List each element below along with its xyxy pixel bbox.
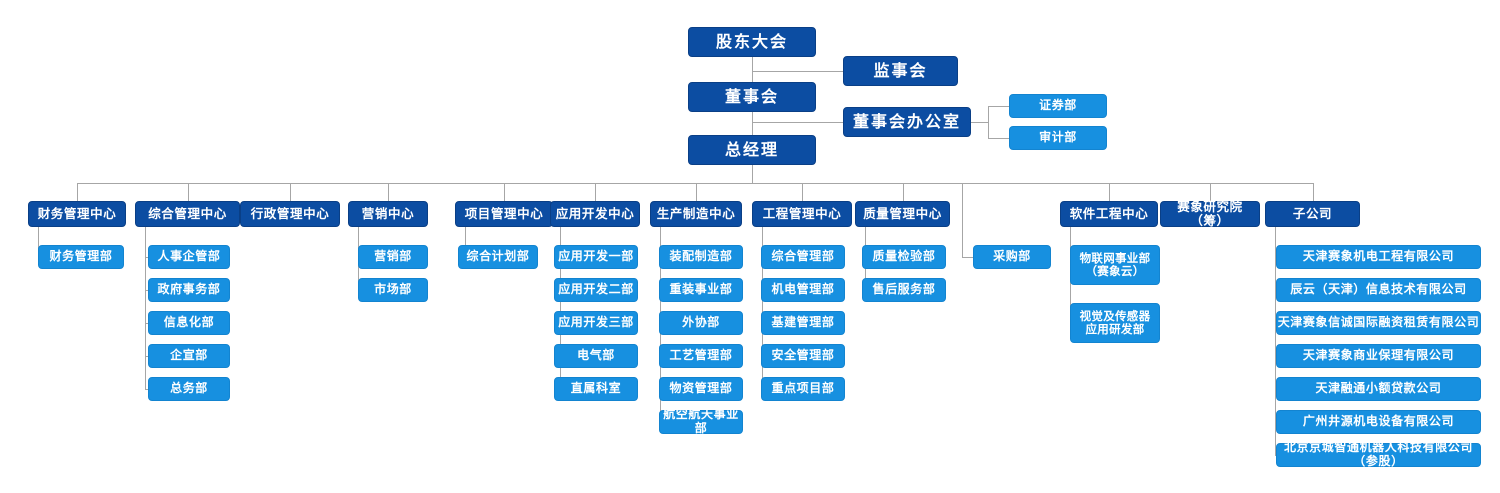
node-center-2-child-4[interactable]: 企宣部	[148, 344, 230, 368]
node-center-6-child-1[interactable]: 应用开发一部	[554, 245, 638, 269]
node-center-4[interactable]: 营销中心	[348, 201, 428, 227]
node-center-12-child-6[interactable]: 广州井源机电设备有限公司	[1276, 410, 1481, 434]
node-center-8-child-5[interactable]: 重点项目部	[761, 377, 845, 401]
node-center-12-child-1[interactable]: 天津赛象机电工程有限公司	[1276, 245, 1481, 269]
connector-line-vertical	[696, 183, 697, 201]
node-center-7-child-5[interactable]: 物资管理部	[659, 377, 743, 401]
node-center-9-child-2[interactable]: 售后服务部	[862, 278, 946, 302]
node-center-12-child-7[interactable]: 北京京城智通机器人科技有限公司（参股）	[1276, 440, 1481, 468]
node-center-4-child-2[interactable]: 市场部	[358, 278, 428, 302]
connector-line-vertical	[1312, 183, 1314, 201]
connector-line-vertical	[38, 227, 39, 257]
node-center-9-child-1[interactable]: 质量检验部	[862, 245, 946, 269]
node-center-6-child-3[interactable]: 应用开发三部	[554, 311, 638, 335]
node-center-2-child-1[interactable]: 人事企管部	[148, 245, 230, 269]
connector-line-vertical	[388, 183, 389, 201]
connector-line-vertical	[1109, 183, 1110, 201]
connector-line-horizontal	[988, 138, 1009, 139]
connector-line-vertical	[465, 227, 466, 257]
connector-line-vertical	[77, 183, 78, 201]
connector-line-horizontal	[145, 257, 148, 258]
connector-line-horizontal	[77, 183, 1313, 184]
node-center-2[interactable]: 综合管理中心	[135, 201, 240, 227]
node-center-2-child-3[interactable]: 信息化部	[148, 311, 230, 335]
node-center-8-child-1[interactable]: 综合管理部	[761, 245, 845, 269]
node-center-7-child-4[interactable]: 工艺管理部	[659, 344, 743, 368]
connector-line-vertical	[560, 227, 561, 389]
node-shareholders-meeting[interactable]: 股东大会	[688, 27, 816, 57]
node-center-12-child-2[interactable]: 辰云（天津）信息技术有限公司	[1276, 278, 1481, 302]
connector-line-horizontal	[145, 290, 148, 291]
node-center-11[interactable]: 赛象研究院（筹）	[1160, 199, 1260, 228]
connector-line-horizontal	[962, 257, 973, 258]
node-center-5-child-1[interactable]: 综合计划部	[458, 245, 538, 269]
connector-line-vertical	[504, 183, 505, 201]
connector-line-vertical	[762, 227, 763, 389]
connector-line-horizontal	[145, 389, 148, 390]
node-center-3[interactable]: 行政管理中心	[240, 201, 340, 227]
node-center-7[interactable]: 生产制造中心	[650, 201, 742, 227]
node-board-of-directors[interactable]: 董事会	[688, 82, 816, 112]
connector-line-horizontal	[988, 106, 1009, 107]
connector-line-vertical	[290, 183, 291, 201]
node-center-8[interactable]: 工程管理中心	[752, 201, 852, 227]
connector-line-horizontal	[145, 323, 148, 324]
connector-line-horizontal	[752, 71, 843, 72]
node-center-10-child-2[interactable]: 视觉及传感器 应用研发部	[1070, 303, 1160, 343]
node-supervisory-board[interactable]: 监事会	[843, 56, 958, 86]
connector-line-horizontal	[971, 122, 988, 123]
node-center-7-child-6[interactable]: 航空航天事业部	[659, 407, 743, 435]
node-center-6-child-4[interactable]: 电气部	[554, 344, 638, 368]
node-center-12-child-5[interactable]: 天津融通小额贷款公司	[1276, 377, 1481, 401]
connector-line-vertical	[1210, 183, 1211, 201]
node-center-9[interactable]: 质量管理中心	[855, 201, 950, 227]
node-center-7-child-2[interactable]: 重装事业部	[659, 278, 743, 302]
connector-line-vertical	[752, 165, 753, 183]
connector-line-vertical	[988, 106, 989, 138]
node-center-7-child-3[interactable]: 外协部	[659, 311, 743, 335]
connector-line-horizontal	[145, 356, 148, 357]
node-general-manager[interactable]: 总经理	[688, 135, 816, 165]
node-board-office[interactable]: 董事会办公室	[843, 107, 971, 137]
connector-line-horizontal	[752, 122, 843, 123]
node-center-10-child-1[interactable]: 物联网事业部 （赛象云）	[1070, 245, 1160, 285]
node-center-2-child-2[interactable]: 政府事务部	[148, 278, 230, 302]
node-center-8-child-3[interactable]: 基建管理部	[761, 311, 845, 335]
node-center-12-child-4[interactable]: 天津赛象商业保理有限公司	[1276, 344, 1481, 368]
connector-line-vertical	[802, 183, 803, 201]
connector-line-vertical	[962, 183, 963, 257]
node-center-6[interactable]: 应用开发中心	[550, 201, 640, 227]
node-procurement-dept[interactable]: 采购部	[973, 245, 1051, 269]
node-center-2-child-5[interactable]: 总务部	[148, 377, 230, 401]
node-center-10[interactable]: 软件工程中心	[1060, 201, 1158, 227]
node-securities-dept[interactable]: 证券部	[1009, 94, 1107, 118]
connector-line-vertical	[145, 227, 146, 389]
node-center-7-child-1[interactable]: 装配制造部	[659, 245, 743, 269]
node-center-12[interactable]: 子公司	[1265, 201, 1360, 227]
node-center-4-child-1[interactable]: 营销部	[358, 245, 428, 269]
node-center-12-child-3[interactable]: 天津赛象信诚国际融资租赁有限公司	[1276, 311, 1481, 335]
connector-line-vertical	[1275, 227, 1276, 455]
node-center-8-child-2[interactable]: 机电管理部	[761, 278, 845, 302]
node-center-6-child-2[interactable]: 应用开发二部	[554, 278, 638, 302]
connector-line-vertical	[902, 183, 904, 201]
connector-line-vertical	[595, 183, 596, 201]
node-center-1-child-1[interactable]: 财务管理部	[38, 245, 124, 269]
node-center-6-child-5[interactable]: 直属科室	[554, 377, 638, 401]
connector-line-vertical	[187, 183, 189, 201]
node-center-8-child-4[interactable]: 安全管理部	[761, 344, 845, 368]
connector-line-horizontal	[1275, 455, 1276, 456]
node-center-5[interactable]: 项目管理中心	[455, 201, 553, 227]
node-audit-dept[interactable]: 审计部	[1009, 126, 1107, 150]
node-center-1[interactable]: 财务管理中心	[28, 201, 126, 227]
